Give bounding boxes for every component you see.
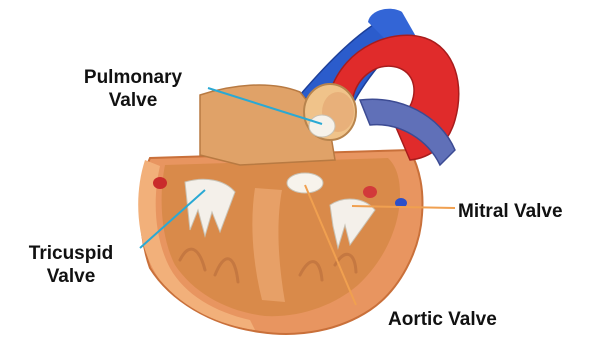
aortic-valve xyxy=(287,173,323,193)
mitral-valve-label: Mitral Valve xyxy=(458,200,563,223)
pulmonary-label-line1: Pulmonary xyxy=(58,66,208,89)
tricuspid-valve-label: Tricuspid Valve xyxy=(6,242,136,288)
pulmonary-valve-label: Pulmonary Valve xyxy=(58,66,208,112)
pulmonary-label-line2: Valve xyxy=(58,89,208,112)
aortic-valve-label: Aortic Valve xyxy=(388,308,497,331)
pulmonary-valve-cusps xyxy=(309,115,335,137)
tricuspid-label-line1: Tricuspid xyxy=(6,242,136,265)
small-vessel-left xyxy=(153,177,167,189)
tricuspid-label-line2: Valve xyxy=(6,265,136,288)
small-vessel-mid xyxy=(363,186,377,198)
